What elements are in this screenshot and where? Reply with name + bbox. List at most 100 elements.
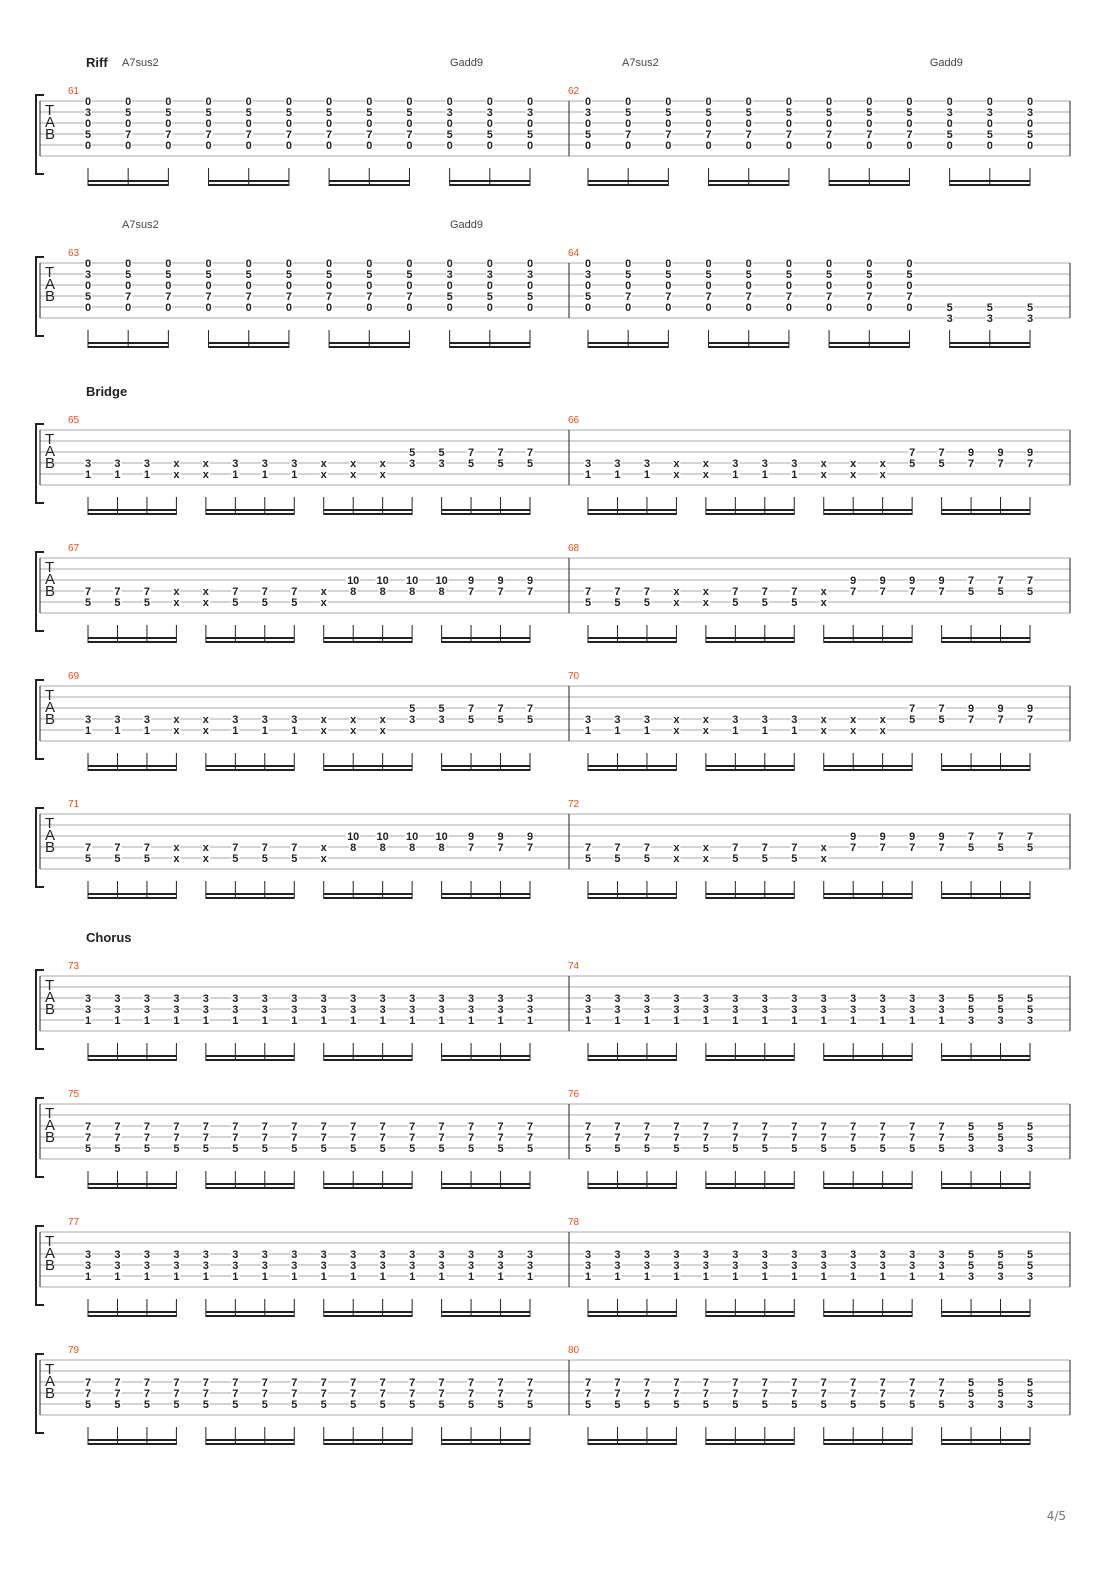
beam (323, 1055, 413, 1057)
fret-mask (672, 842, 681, 852)
fret-number: 1 (173, 1015, 179, 1027)
fret-mask (164, 107, 173, 117)
fret-number: 1 (468, 1015, 474, 1027)
fret-mask (378, 586, 387, 596)
fret-number: 0 (906, 140, 912, 152)
fret-number: 10 (406, 575, 418, 587)
fret-mask (319, 1121, 328, 1131)
fret-number: 7 (1027, 831, 1033, 843)
fret-mask (408, 1015, 417, 1025)
fret-number: 7 (880, 586, 886, 598)
fret-mask (496, 842, 505, 852)
fret-number: 9 (527, 575, 533, 587)
fret-number: x (821, 853, 828, 865)
fret-number: 0 (406, 302, 412, 314)
fret-number: 5 (350, 1143, 356, 1155)
fret-number: 3 (987, 313, 993, 325)
fret-mask (967, 1143, 976, 1153)
fret-mask (672, 597, 681, 607)
fret-mask (967, 1388, 976, 1398)
fret-mask (624, 269, 633, 279)
beam (88, 897, 177, 899)
fret-mask (231, 1121, 240, 1131)
fret-number: 0 (366, 302, 372, 314)
beam (441, 769, 530, 771)
system-bracket (35, 1097, 44, 1178)
fret-mask (704, 269, 713, 279)
beam (588, 769, 677, 771)
fret-mask (849, 1143, 858, 1153)
fret-number: 5 (625, 269, 631, 281)
fret-number: 7 (880, 1121, 886, 1133)
fret-mask (878, 575, 887, 585)
fret-number: 3 (203, 993, 209, 1005)
fret-mask (172, 586, 181, 596)
fret-mask (760, 1271, 769, 1281)
fret-mask (784, 302, 793, 312)
fret-mask (584, 993, 592, 1003)
fret-mask (84, 586, 92, 596)
fret-mask (378, 1132, 387, 1142)
fret-mask (84, 1143, 92, 1153)
fret-mask (201, 1015, 210, 1025)
tab-clef-letter: B (45, 1129, 55, 1146)
fret-mask (664, 129, 673, 139)
fret-number: 3 (762, 1260, 768, 1272)
fret-number: 5 (997, 1260, 1003, 1272)
fret-number: 3 (585, 269, 591, 281)
fret-number: 5 (1027, 842, 1033, 854)
fret-number: 3 (1027, 1015, 1033, 1027)
beam (208, 346, 289, 348)
fret-mask (760, 586, 769, 596)
fret-number: 1 (791, 469, 797, 481)
fret-number: 7 (906, 291, 912, 303)
beam (588, 1055, 677, 1057)
measure-number: 69 (68, 671, 80, 682)
fret-mask (584, 842, 592, 852)
fret-number: 1 (85, 1271, 91, 1283)
fret-mask (84, 129, 92, 139)
fret-mask (613, 1121, 622, 1131)
fret-number: 5 (291, 853, 297, 865)
fret-number: 7 (705, 291, 711, 303)
fret-mask (142, 1249, 151, 1259)
fret-number: x (880, 469, 887, 481)
fret-number: 1 (614, 469, 620, 481)
fret-mask (731, 1388, 740, 1398)
fret-mask (319, 1249, 328, 1259)
beam (205, 893, 295, 895)
fret-number: 7 (144, 1132, 150, 1144)
fret-number: 0 (665, 96, 671, 108)
fret-number: 5 (821, 1143, 827, 1155)
fret-number: x (673, 842, 680, 854)
fret-mask (878, 1132, 887, 1142)
fret-mask (731, 597, 740, 607)
fret-number: 7 (791, 1377, 797, 1389)
fret-number: 7 (997, 714, 1003, 726)
fret-mask (526, 1015, 534, 1025)
fret-number: 0 (406, 96, 412, 108)
fret-mask (760, 597, 769, 607)
fret-mask (172, 1388, 181, 1398)
fret-number: 1 (762, 1015, 768, 1027)
fret-mask (865, 269, 874, 279)
beam (323, 637, 413, 639)
fret-number: 5 (987, 129, 993, 141)
fret-mask (642, 1015, 651, 1025)
fret-number: x (203, 842, 210, 854)
fret-mask (405, 258, 414, 268)
fret-mask (790, 1143, 799, 1153)
beam (941, 1187, 1030, 1189)
beam (708, 342, 789, 344)
fret-mask (908, 714, 917, 724)
fret-mask (201, 1271, 210, 1281)
beam (329, 184, 410, 186)
fret-mask (996, 1004, 1005, 1014)
fret-number: 5 (144, 853, 150, 865)
fret-mask (790, 458, 799, 468)
fret-number: 7 (527, 447, 533, 459)
fret-number: 3 (673, 993, 679, 1005)
fret-mask (819, 1271, 828, 1281)
fret-number: 8 (380, 842, 386, 854)
